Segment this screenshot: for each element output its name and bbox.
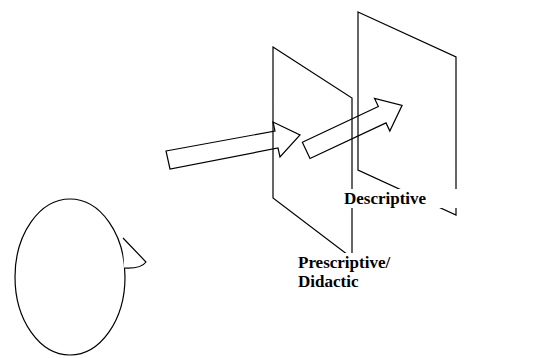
plane-edge bbox=[358, 12, 456, 215]
plane-edge bbox=[273, 47, 352, 258]
nose bbox=[123, 238, 146, 268]
block-arrow bbox=[166, 122, 300, 169]
plane-outline bbox=[273, 47, 352, 258]
head-outline bbox=[15, 199, 125, 355]
plane-node: Descriptive bbox=[358, 12, 456, 215]
plane-outline bbox=[358, 12, 456, 215]
plane-label: Descriptive bbox=[343, 189, 465, 208]
plane-node: Prescriptive/ Didactic bbox=[273, 47, 352, 258]
plane-label: Prescriptive/ Didactic bbox=[297, 253, 411, 291]
